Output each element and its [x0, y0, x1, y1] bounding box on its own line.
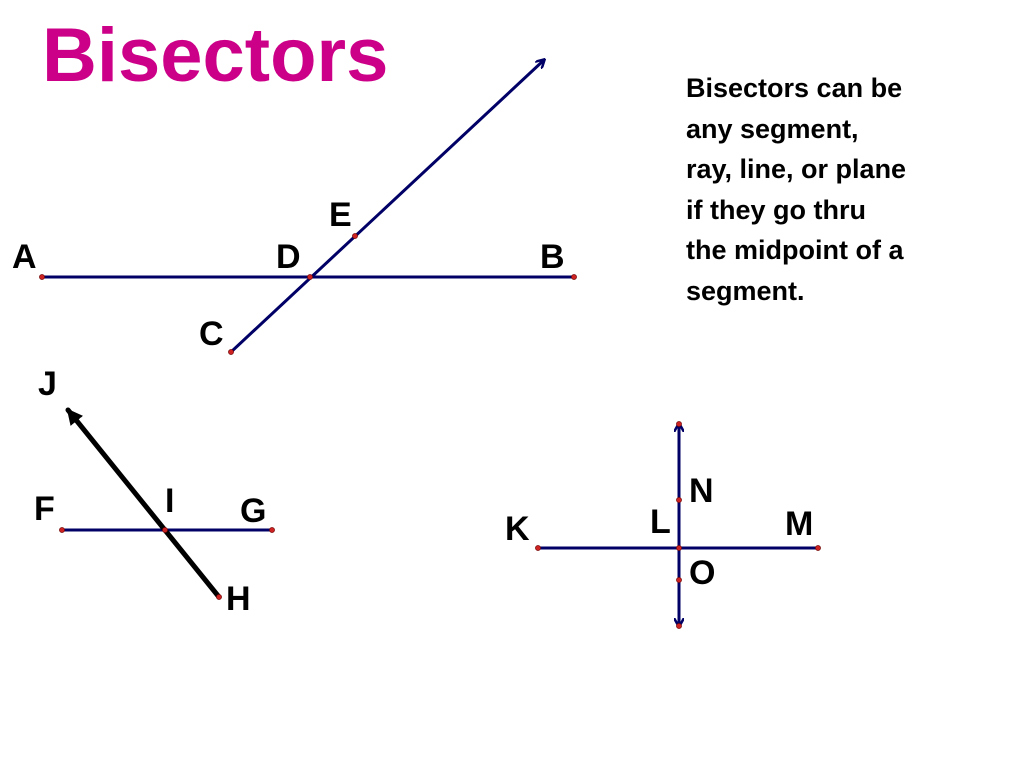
- point-a: [39, 274, 45, 280]
- description-line: any segment,: [686, 113, 859, 144]
- figure-ray-bisector: F G I H J: [34, 365, 275, 618]
- label-k: K: [505, 510, 530, 548]
- point-line-top: [676, 421, 682, 427]
- label-j: J: [38, 365, 57, 403]
- slide-title: Bisectors: [42, 13, 389, 98]
- label-h: H: [226, 580, 251, 618]
- point-b: [571, 274, 577, 280]
- point-o: [676, 577, 682, 583]
- label-i: I: [165, 482, 174, 520]
- label-g: G: [240, 492, 266, 530]
- point-d: [307, 274, 313, 280]
- point-n: [676, 497, 682, 503]
- label-m: M: [785, 505, 813, 543]
- ray-ce: [229, 60, 544, 354]
- label-e: E: [329, 196, 352, 234]
- point-l: [676, 545, 682, 551]
- label-d: D: [276, 238, 301, 276]
- label-c: C: [199, 315, 224, 353]
- point-g: [269, 527, 275, 533]
- figure-segment-bisector: A B D C E: [12, 60, 577, 355]
- description-line: ray, line, or plane: [686, 154, 907, 184]
- label-n: N: [689, 472, 714, 510]
- label-a: A: [12, 238, 37, 276]
- label-o: O: [689, 554, 715, 592]
- description-line: the midpoint of a: [686, 235, 904, 265]
- point-c: [228, 349, 234, 355]
- label-f: F: [34, 490, 55, 528]
- description-line: Bisectors can be: [686, 73, 903, 103]
- point-line-bottom: [676, 623, 682, 629]
- label-b: B: [540, 238, 565, 276]
- point-k: [535, 545, 541, 551]
- point-e: [352, 233, 358, 239]
- point-h: [216, 594, 222, 600]
- description-line: segment.: [686, 275, 805, 306]
- point-i: [162, 527, 168, 533]
- point-m: [815, 545, 821, 551]
- point-f: [59, 527, 65, 533]
- ray-hj: [65, 407, 222, 600]
- description-line: if they go thru: [686, 194, 866, 225]
- description-text: Bisectors can be any segment, ray, line,…: [686, 68, 986, 311]
- figure-line-bisector: K M L N O: [505, 421, 821, 629]
- label-l: L: [650, 503, 671, 541]
